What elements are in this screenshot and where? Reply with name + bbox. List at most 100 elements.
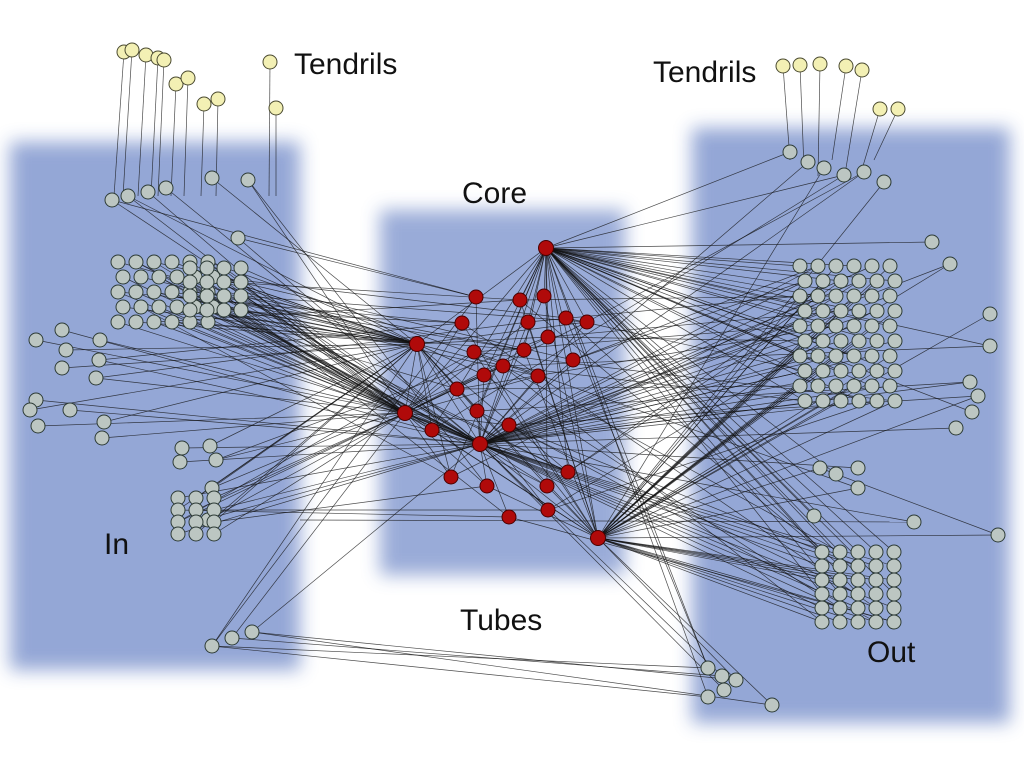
edge [240,267,418,345]
edge [207,412,406,521]
edge [545,247,819,387]
edge [873,108,899,161]
edge [819,467,999,536]
in-node [91,352,107,368]
edge [237,237,481,445]
tubes-label: Tubes [460,604,542,637]
core-node [516,342,532,358]
edge [101,412,406,439]
out-node [850,614,866,630]
in-node [110,284,126,300]
out-node [832,572,848,588]
core-node [449,381,465,397]
core-node [466,344,482,360]
edge [545,247,860,312]
out-node [851,273,867,289]
edge [29,343,418,411]
out-node [814,586,830,602]
edge [479,295,837,445]
edge [147,191,406,414]
edge [831,65,847,161]
in-node [170,526,186,542]
edge [799,64,805,169]
edge [479,443,841,609]
edge [508,424,599,539]
edge [597,395,979,539]
edge [545,247,859,553]
out-node [964,404,980,420]
out-node [810,318,826,334]
out-node [869,303,885,319]
out-node [814,544,830,560]
edge [545,247,895,553]
edge [547,263,951,511]
out-node [797,303,813,319]
out-node [832,600,848,616]
in-node [216,302,232,318]
in-node [233,260,249,276]
edge [545,247,991,347]
edge [113,51,125,197]
edge [597,295,855,539]
edge [111,199,481,445]
edge [479,321,529,445]
edge [189,291,588,323]
out-node [850,572,866,588]
out-node [882,258,898,274]
out-node [846,288,862,304]
in-node [216,274,232,290]
in-node [128,254,144,270]
out-node [716,682,732,698]
out-label: Out [867,636,916,669]
out-node [851,303,867,319]
edge [597,537,877,581]
out-node [792,348,808,364]
out-node [797,273,813,289]
edge [127,195,418,345]
core-node [501,417,517,433]
out-node [869,273,885,289]
in-node [146,314,162,330]
edge [479,280,806,445]
edge [195,443,481,523]
edge [479,427,957,445]
edge [404,351,475,414]
edge [502,365,841,553]
in-node [120,188,136,204]
out-node [850,558,866,574]
edge [545,247,837,327]
edge [223,295,406,414]
edge [195,412,406,511]
tendril-node [872,101,888,117]
out-node [810,258,826,274]
out-node [887,273,903,289]
core-node [579,314,595,330]
edge [213,412,406,499]
edge [479,443,915,523]
in-node [28,332,44,348]
tendril-node [180,70,196,86]
out-node [850,586,866,602]
edge [416,343,504,367]
edge [545,247,841,595]
edge [479,443,548,487]
edge [213,443,481,511]
edge [597,537,823,623]
edge [479,443,859,469]
out-node [886,558,902,574]
tendril-node [124,42,140,58]
edge [456,325,837,390]
core-hub-node [409,336,425,352]
in-node [110,314,126,330]
in-node [146,284,162,300]
edge [545,247,895,595]
out-node [797,363,813,379]
edge [565,317,806,372]
in-node [88,370,104,386]
edge [545,247,973,413]
in-node [230,230,246,246]
edge [479,443,549,511]
edge [127,195,433,431]
in-node [199,274,215,290]
edge [404,412,481,445]
